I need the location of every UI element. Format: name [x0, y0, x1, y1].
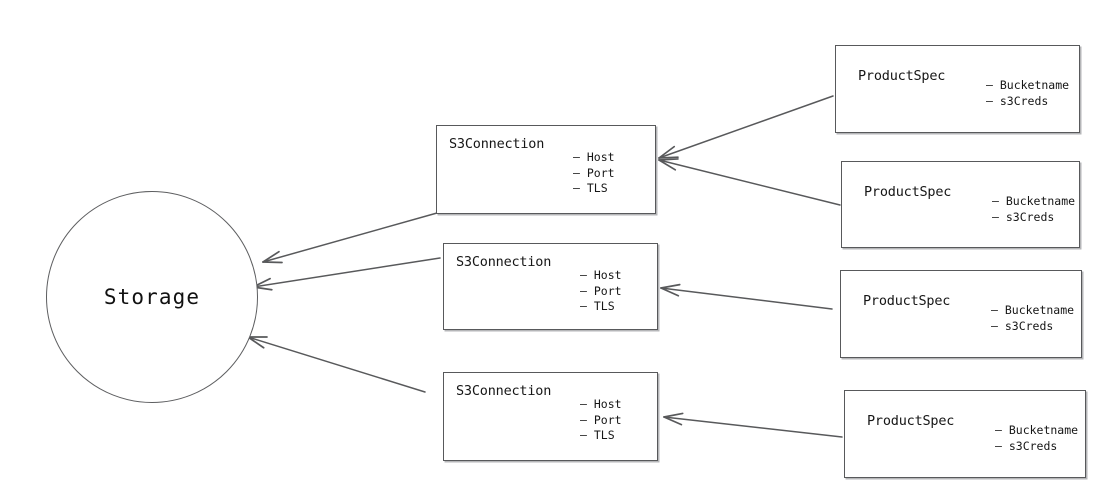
edge-conn2-to-storage: [252, 257, 441, 291]
node-productspec-4[interactable]: ProductSpec – Bucketname– s3Creds: [844, 390, 1086, 478]
node-title-productspec-3: ProductSpec: [863, 293, 951, 309]
node-title-s3connection-3: S3Connection: [456, 383, 552, 399]
node-attribute: – s3Creds: [995, 438, 1058, 453]
node-attribute: – Bucketname: [992, 194, 1076, 208]
node-s3connection-1[interactable]: S3Connection – Host– Port– TLS: [436, 125, 656, 214]
node-attributes-productspec-3: – Bucketname– s3Creds: [991, 303, 1074, 334]
node-attributes-s3connection-2: – Host– Port– TLS: [580, 268, 622, 315]
node-productspec-2[interactable]: ProductSpec – Bucketname– s3Creds: [841, 161, 1080, 248]
node-attributes-productspec-1: – Bucketname– s3Creds: [986, 78, 1069, 109]
node-attributes-s3connection-3: – Host– Port– TLS: [580, 397, 622, 444]
edge-spec4-to-conn3: [663, 412, 843, 438]
node-attributes-s3connection-1: – Host– Port– TLS: [573, 150, 615, 197]
node-s3connection-2[interactable]: S3Connection – Host– Port– TLS: [443, 243, 658, 330]
node-attribute: – Port: [580, 283, 622, 298]
node-attributes-productspec-4: – Bucketname– s3Creds: [995, 423, 1078, 454]
node-attribute: – TLS: [580, 299, 615, 313]
node-attribute: – Port: [580, 412, 622, 427]
node-title-productspec-4: ProductSpec: [867, 413, 955, 429]
node-s3connection-3[interactable]: S3Connection – Host– Port– TLS: [443, 372, 658, 461]
node-attribute: – s3Creds: [986, 93, 1049, 108]
edge-conn3-to-storage: [247, 336, 426, 393]
node-title-s3connection-1: S3Connection: [449, 136, 545, 152]
node-attribute: – s3Creds: [991, 318, 1054, 333]
edge-spec3-to-conn2: [660, 283, 833, 310]
node-attribute: – Bucketname: [991, 303, 1075, 317]
node-attribute: – Host: [573, 150, 615, 164]
node-attribute: – Host: [580, 268, 622, 282]
storage-node[interactable]: Storage: [46, 191, 258, 403]
node-attribute: – s3Creds: [992, 209, 1055, 224]
edge-spec2-to-conn1: [658, 158, 841, 206]
node-attribute: – Bucketname: [995, 423, 1079, 437]
node-attribute: – TLS: [580, 428, 615, 442]
node-title-productspec-1: ProductSpec: [858, 68, 946, 84]
node-title-productspec-2: ProductSpec: [864, 184, 952, 200]
node-attributes-productspec-2: – Bucketname– s3Creds: [992, 194, 1075, 225]
storage-label: Storage: [103, 285, 201, 309]
edge-spec1-to-conn1: [658, 95, 834, 159]
node-attribute: – Bucketname: [986, 78, 1070, 92]
edge-conn1-to-storage: [262, 212, 438, 264]
node-productspec-1[interactable]: ProductSpec – Bucketname– s3Creds: [835, 45, 1080, 133]
node-attribute: – TLS: [573, 181, 608, 195]
node-attribute: – Host: [580, 397, 622, 411]
node-attribute: – Port: [573, 165, 615, 180]
node-title-s3connection-2: S3Connection: [456, 254, 552, 270]
node-productspec-3[interactable]: ProductSpec – Bucketname– s3Creds: [840, 270, 1082, 358]
